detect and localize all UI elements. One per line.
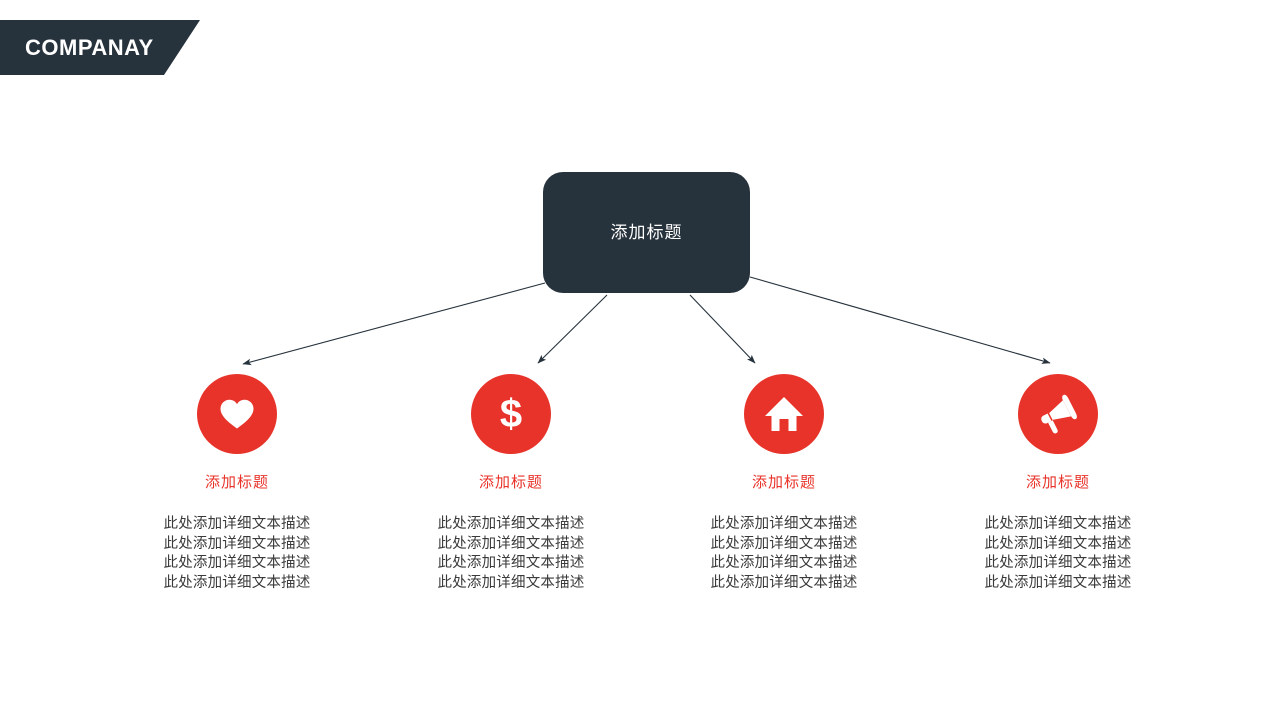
branch-icon-circle-3[interactable] [744,374,824,454]
branch-item-1[interactable]: 添加标题 此处添加详细文本描述 此处添加详细文本描述 此处添加详细文本描述 此处… [107,374,367,593]
branch-body-line: 此处添加详细文本描述 [163,555,311,571]
branch-body-line: 此处添加详细文本描述 [710,574,858,591]
branch-icon-circle-4[interactable] [1018,374,1098,454]
center-node-label: 添加标题 [610,223,683,242]
branch-title-4: 添加标题 [1025,474,1090,491]
branch-title-3: 添加标题 [751,474,816,491]
company-name: COMPANAY [25,34,154,60]
branch-item-4[interactable]: 添加标题 此处添加详细文本描述 此处添加详细文本描述 此处添加详细文本描述 此处… [928,374,1188,593]
branch-body-line: 此处添加详细文本描述 [984,555,1132,571]
svg-text:$: $ [500,392,522,436]
branch-body-line: 此处添加详细文本描述 [984,574,1132,591]
branch-body-line: 此处添加详细文本描述 [437,535,585,552]
branch-body-line: 此处添加详细文本描述 [163,516,311,532]
branch-body-line: 此处添加详细文本描述 [984,516,1132,532]
branch-body-line: 此处添加详细文本描述 [710,535,858,552]
branch-item-3[interactable]: 添加标题 此处添加详细文本描述 此处添加详细文本描述 此处添加详细文本描述 此处… [654,374,914,593]
branch-body-line: 此处添加详细文本描述 [437,555,585,571]
company-banner: COMPANAY [0,20,200,75]
branch-body-line: 此处添加详细文本描述 [710,555,858,571]
center-node[interactable]: 添加标题 [543,172,750,293]
branch-icon-circle-1[interactable] [197,374,277,454]
branch-title-2: 添加标题 [478,474,543,491]
heart-icon [220,399,254,429]
branch-item-2[interactable]: $ 添加标题 此处添加详细文本描述 此处添加详细文本描述 此处添加详细文本描述 … [381,374,641,593]
home-icon [765,397,803,431]
branch-body-line: 此处添加详细文本描述 [984,535,1132,552]
branch-body-line: 此处添加详细文本描述 [710,516,858,532]
branch-body-line: 此处添加详细文本描述 [163,535,311,552]
connector-arrow-4 [749,276,1051,364]
branch-body-1: 此处添加详细文本描述 此处添加详细文本描述 此处添加详细文本描述 此处添加详细文… [164,515,311,593]
megaphone-icon [1041,394,1077,434]
dollar-icon: $ [500,392,522,436]
branch-body-line: 此处添加详细文本描述 [163,574,311,591]
branch-body-4: 此处添加详细文本描述 此处添加详细文本描述 此处添加详细文本描述 此处添加详细文… [985,515,1132,593]
branch-title-1: 添加标题 [204,474,269,491]
branch-icon-circle-2[interactable]: $ [471,374,551,454]
connector-arrow-1 [242,282,546,366]
branch-body-line: 此处添加详细文本描述 [437,574,585,591]
branch-body-3: 此处添加详细文本描述 此处添加详细文本描述 此处添加详细文本描述 此处添加详细文… [711,515,858,593]
connector-arrow-2 [537,294,608,364]
connector-arrow-3 [689,294,756,364]
branch-body-2: 此处添加详细文本描述 此处添加详细文本描述 此处添加详细文本描述 此处添加详细文… [438,515,585,593]
branch-body-line: 此处添加详细文本描述 [437,516,585,532]
